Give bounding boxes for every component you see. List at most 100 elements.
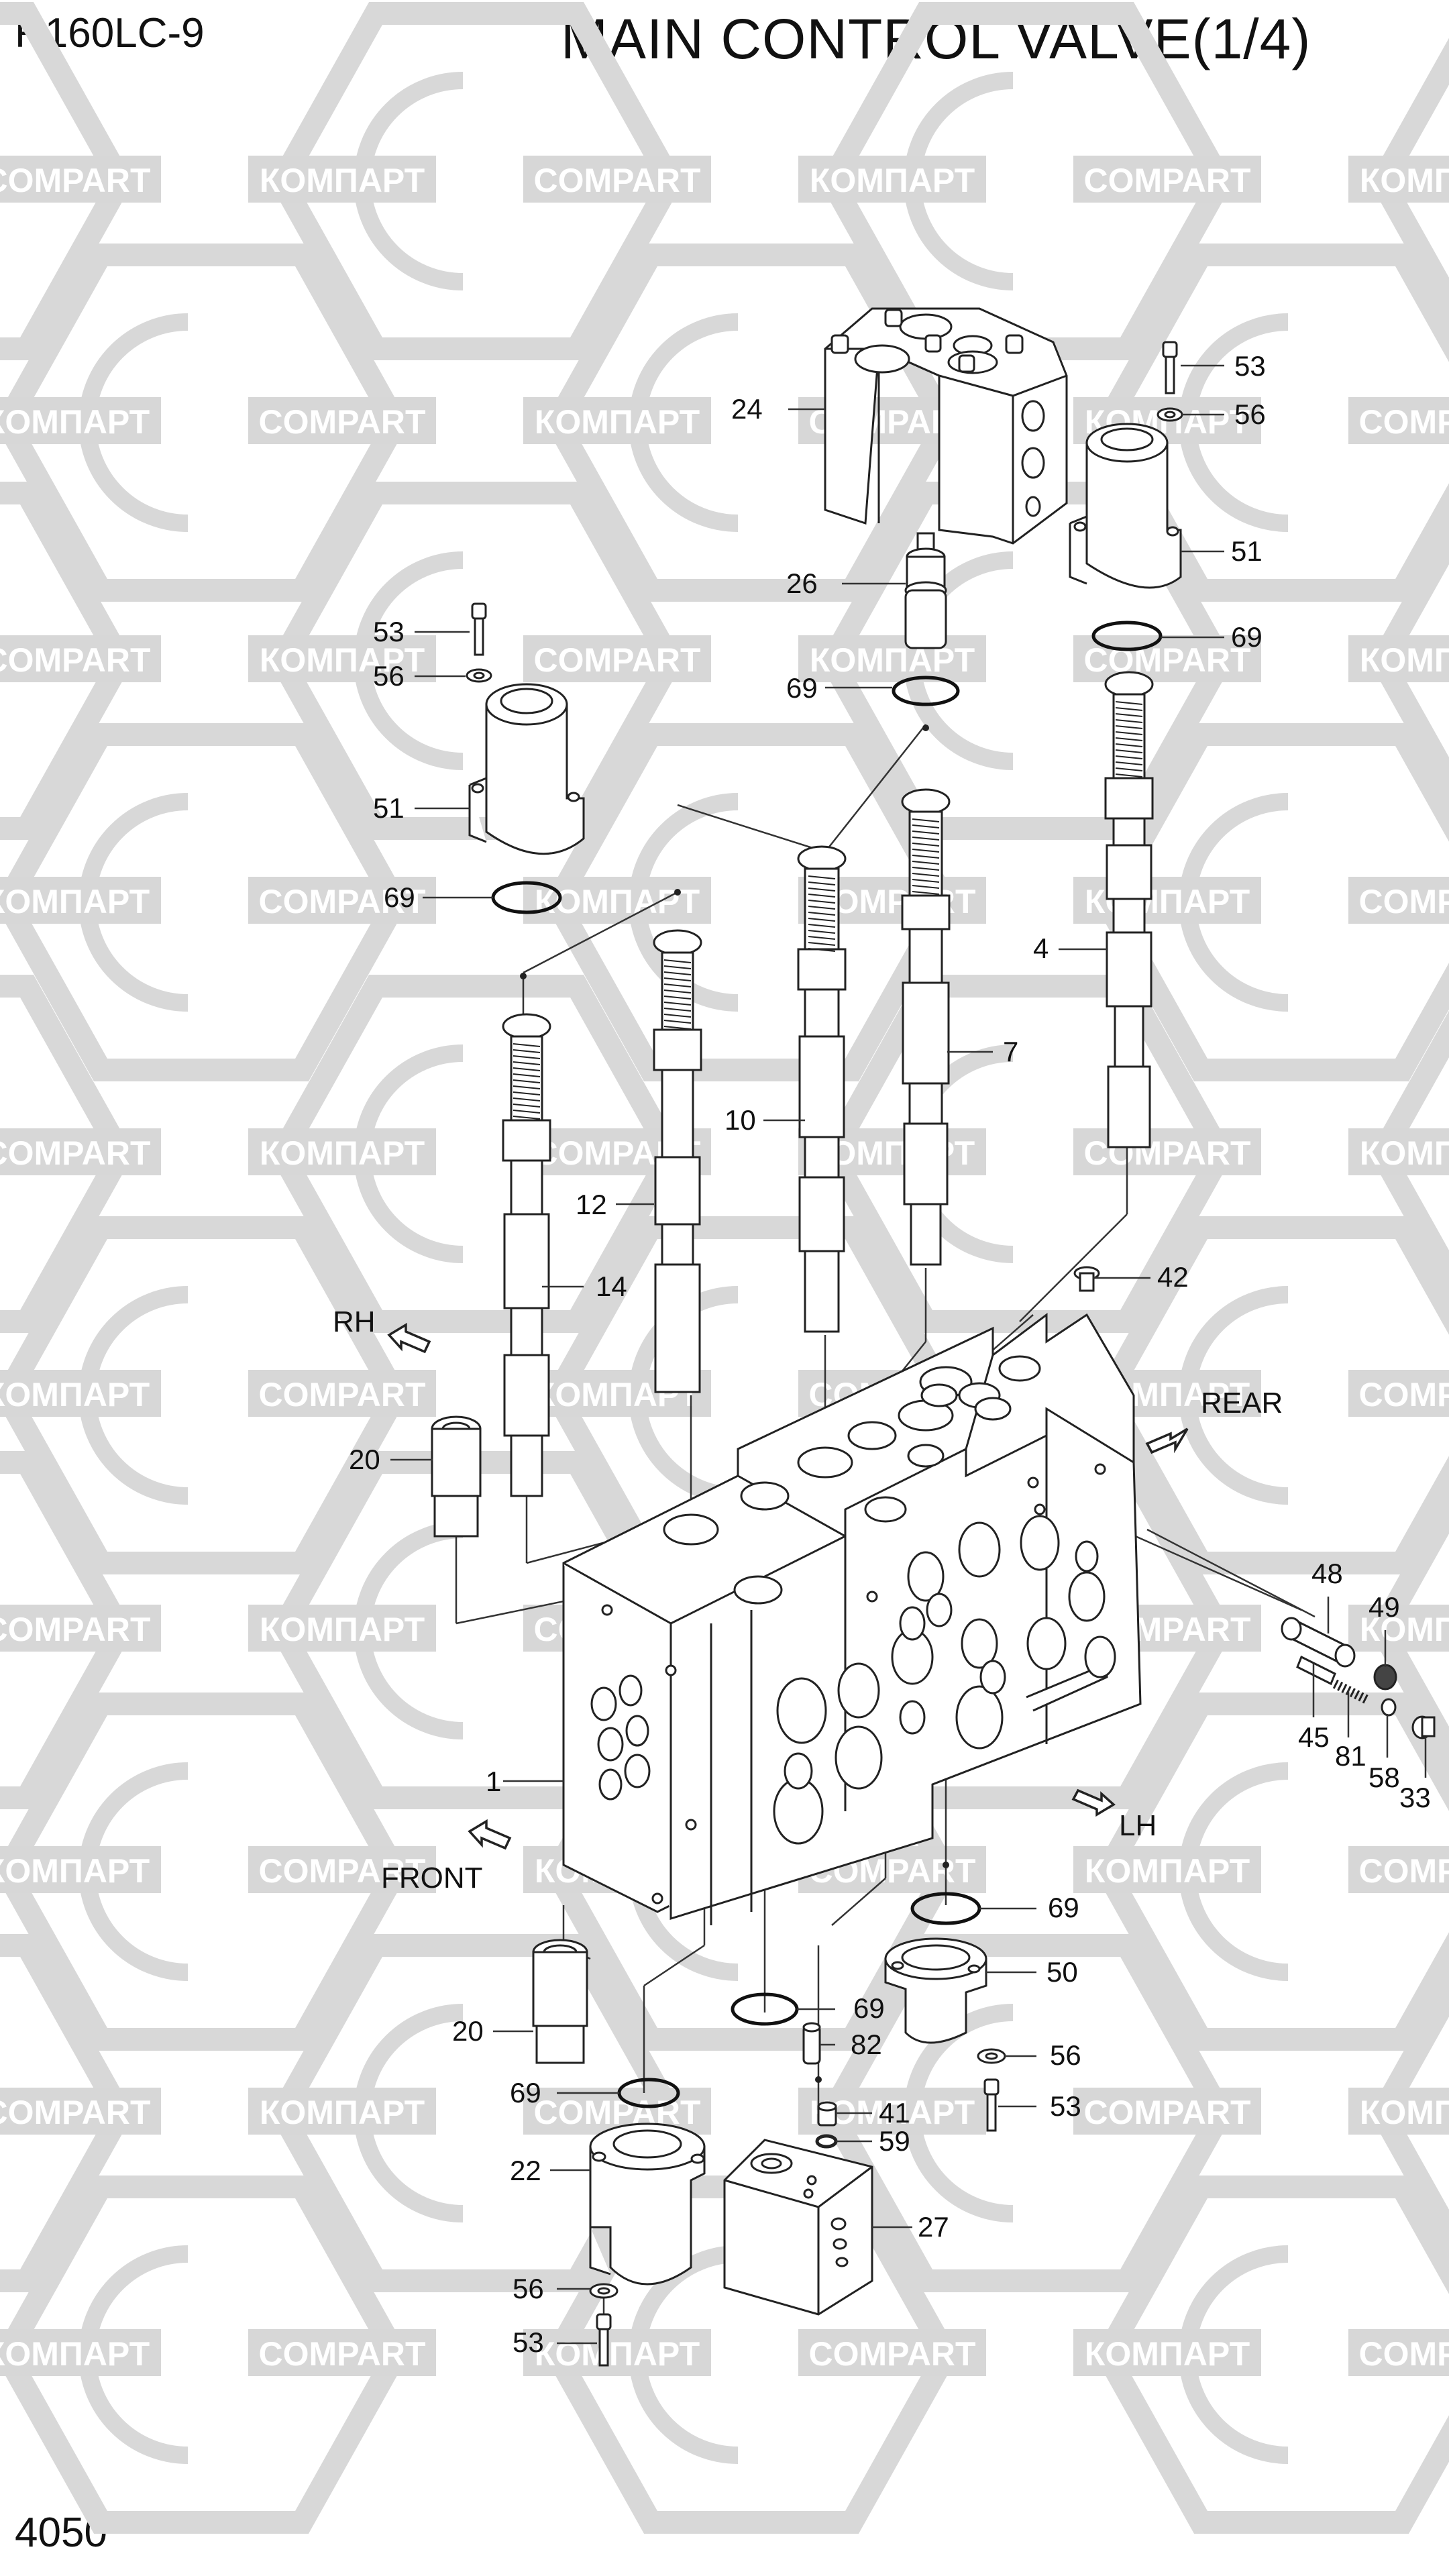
callout-41: 41 bbox=[879, 2097, 910, 2129]
watermark-text: COMPART bbox=[808, 2335, 975, 2373]
spring-coil bbox=[663, 1014, 692, 1018]
watermark-text: КОМПАРТ bbox=[535, 2335, 700, 2373]
watermark-layer: КОМПАРТ COMPART КОМПАРТ COMPART КОМПАРТ COMPA… bbox=[0, 13, 1449, 2522]
front-arrow-icon bbox=[468, 1819, 512, 1850]
spring-coil bbox=[1115, 707, 1143, 711]
callout-59: 59 bbox=[879, 2125, 910, 2157]
lh-arrow-icon bbox=[1071, 1788, 1116, 1817]
callout-69: 69 bbox=[853, 1992, 885, 2024]
spring-coil bbox=[663, 989, 692, 994]
relief-parts bbox=[1281, 1617, 1436, 1739]
spring-coil bbox=[808, 948, 836, 952]
callout-56: 56 bbox=[513, 2273, 544, 2304]
spring-coil bbox=[1115, 713, 1143, 717]
callout-45: 45 bbox=[1298, 1721, 1330, 1753]
spring-coil bbox=[663, 1002, 692, 1006]
callout-4: 4 bbox=[1033, 932, 1049, 964]
spring-coil bbox=[912, 873, 940, 877]
block-27 bbox=[723, 2139, 873, 2316]
spring-coil bbox=[1115, 761, 1143, 765]
valve-body-block bbox=[562, 1313, 1142, 1925]
watermark-text: КОМПАРТ bbox=[810, 641, 975, 679]
spring-coil bbox=[1115, 749, 1143, 753]
callout-69: 69 bbox=[786, 672, 818, 704]
spring-coil bbox=[663, 965, 692, 969]
spring-coil bbox=[513, 1049, 541, 1053]
callout-42: 42 bbox=[1157, 1261, 1189, 1293]
watermark-text: COMPART bbox=[1358, 403, 1449, 441]
callout-48: 48 bbox=[1311, 1558, 1343, 1589]
watermark-text: КОМПАРТ bbox=[810, 162, 975, 199]
watermark-text: КОМПАРТ bbox=[0, 2335, 150, 2373]
spool-springs bbox=[513, 701, 1143, 1120]
watermark-text: КОМПАРТ bbox=[260, 1611, 425, 1648]
spring-coil bbox=[663, 1008, 692, 1012]
spring-coil bbox=[912, 867, 940, 871]
watermark-text: COMPART bbox=[533, 641, 700, 679]
spring-coil bbox=[513, 1116, 541, 1120]
watermark-text: COMPART bbox=[0, 1134, 151, 1172]
spring-cap-51-left bbox=[468, 683, 585, 855]
spring-coil bbox=[513, 1097, 541, 1102]
plug-42 bbox=[1073, 1266, 1100, 1292]
watermark-text: КОМПАРТ bbox=[260, 641, 425, 679]
callout-56: 56 bbox=[1050, 2039, 1081, 2071]
watermark-text: COMPART bbox=[258, 883, 425, 920]
spring-coil bbox=[912, 830, 940, 835]
spool-cap-26 bbox=[904, 532, 947, 649]
callout-1: 1 bbox=[486, 1766, 501, 1797]
spring-coil bbox=[808, 888, 836, 892]
spring-coil bbox=[513, 1079, 541, 1083]
watermark-text: COMPART bbox=[0, 1611, 151, 1648]
callout-leader-lines bbox=[390, 364, 1427, 2345]
callout-24: 24 bbox=[731, 393, 763, 425]
spool-14 bbox=[502, 1013, 551, 1497]
spring-coil bbox=[1115, 755, 1143, 759]
spring-coil bbox=[513, 1091, 541, 1095]
spring-coil bbox=[663, 1026, 692, 1030]
watermark-text: COMPART bbox=[1083, 162, 1250, 199]
callout-69: 69 bbox=[1231, 621, 1263, 653]
callout-53: 53 bbox=[1234, 350, 1266, 382]
spring-coil bbox=[912, 849, 940, 853]
spring-coil bbox=[808, 930, 836, 934]
spool-7 bbox=[901, 788, 951, 1266]
spring-coil bbox=[663, 977, 692, 981]
watermark-text: КОМПАРТ bbox=[1360, 1134, 1449, 1172]
spring-coil bbox=[808, 918, 836, 922]
spring-cap-51-right bbox=[1069, 423, 1182, 589]
callout-12: 12 bbox=[576, 1189, 607, 1220]
spring-coil bbox=[663, 959, 692, 963]
watermark-text: КОМПАРТ bbox=[0, 883, 150, 920]
callout-50: 50 bbox=[1046, 1956, 1078, 1988]
spring-coil bbox=[912, 824, 940, 828]
pilot-cover-block bbox=[824, 307, 1068, 545]
direction-labels: RH REAR FRONT LH bbox=[333, 1305, 1283, 1894]
watermark-text: COMPART bbox=[1358, 1852, 1449, 1890]
watermark-text: КОМПАРТ bbox=[1360, 162, 1449, 199]
callout-49: 49 bbox=[1368, 1591, 1400, 1623]
direction-lh: LH bbox=[1119, 1809, 1157, 1842]
spring-coil bbox=[912, 855, 940, 859]
direction-rh: RH bbox=[333, 1305, 376, 1338]
callout-58: 58 bbox=[1368, 1762, 1400, 1793]
callout-53: 53 bbox=[513, 2326, 544, 2358]
spool-4 bbox=[1104, 671, 1154, 1148]
bolts-and-washers bbox=[466, 341, 1183, 2367]
callout-22: 22 bbox=[510, 2155, 541, 2186]
callout-81: 81 bbox=[1335, 1740, 1366, 1772]
spool-12 bbox=[653, 929, 702, 1393]
callout-14: 14 bbox=[596, 1271, 627, 1302]
watermark-text: КОМПАРТ bbox=[535, 403, 700, 441]
callout-20: 20 bbox=[452, 2015, 484, 2047]
watermark-text: КОМПАРТ bbox=[260, 1134, 425, 1172]
spring-coil bbox=[663, 996, 692, 1000]
watermark-text: COMPART bbox=[1358, 1376, 1449, 1413]
watermark-text: COMPART bbox=[1358, 2335, 1449, 2373]
spring-coil bbox=[808, 912, 836, 916]
spring-coil bbox=[808, 906, 836, 910]
spring-coil bbox=[663, 1020, 692, 1024]
watermark-text: COMPART bbox=[0, 641, 151, 679]
callout-51: 51 bbox=[1231, 535, 1263, 567]
